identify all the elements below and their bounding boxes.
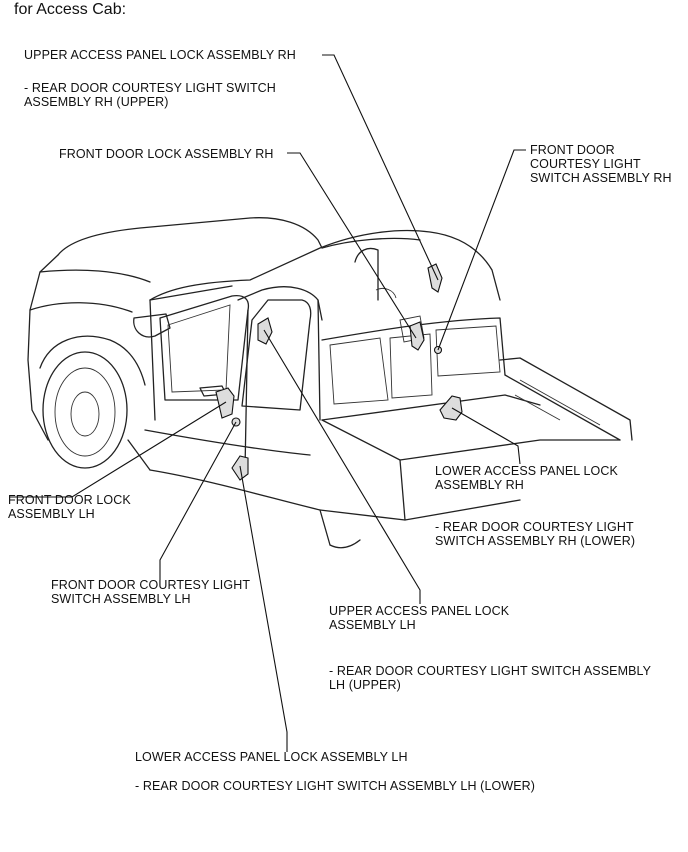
leader-lower-panel-rh: [451, 407, 521, 465]
label-lower-access-panel-lock-rh-sub1: - REAR DOOR COURTESY LIGHT: [435, 520, 634, 534]
leader-front-courtesy-rh: [437, 149, 526, 351]
label-front-door-courtesy-rh-1: FRONT DOOR: [530, 143, 615, 157]
leader-front-lock-rh: [287, 152, 417, 339]
label-front-door-courtesy-lh-2: SWITCH ASSEMBLY LH: [51, 592, 191, 606]
leader-front-lock-lh: [10, 401, 227, 498]
label-lower-access-panel-lock-rh-2: ASSEMBLY RH: [435, 478, 524, 492]
label-upper-access-panel-lock-rh-sub2: ASSEMBLY RH (UPPER): [24, 95, 169, 109]
lower-access-panel-lock-rh-part: [439, 395, 463, 421]
label-lower-access-panel-lock-rh-sub2: SWITCH ASSEMBLY RH (LOWER): [435, 534, 636, 548]
leader-lines: [10, 54, 526, 752]
label-upper-access-panel-lock-lh-1: UPPER ACCESS PANEL LOCK: [329, 604, 510, 618]
upper-access-panel-lock-rh-part: [427, 263, 443, 293]
label-front-door-lock-lh-2: ASSEMBLY LH: [8, 507, 95, 521]
label-front-door-lock-lh-1: FRONT DOOR LOCK: [8, 493, 131, 507]
leader-front-courtesy-lh: [159, 421, 237, 580]
truck-illustration: [27, 217, 633, 549]
label-front-door-courtesy-rh-3: SWITCH ASSEMBLY RH: [530, 171, 672, 185]
page-title: for Access Cab:: [14, 1, 127, 18]
label-upper-access-panel-lock-lh-2: ASSEMBLY LH: [329, 618, 416, 632]
label-front-door-lock-rh: FRONT DOOR LOCK ASSEMBLY RH: [59, 147, 274, 161]
label-lower-access-panel-lock-rh-1: LOWER ACCESS PANEL LOCK: [435, 464, 618, 478]
label-front-door-courtesy-lh-1: FRONT DOOR COURTESY LIGHT: [51, 578, 251, 592]
label-upper-access-panel-lock-lh-sub1: - REAR DOOR COURTESY LIGHT SWITCH ASSEMB…: [329, 664, 652, 678]
leader-upper-panel-rh: [322, 54, 439, 281]
front-door-lock-rh-part: [409, 321, 425, 351]
label-upper-access-panel-lock-rh: UPPER ACCESS PANEL LOCK ASSEMBLY RH: [24, 48, 296, 62]
label-upper-access-panel-lock-rh-sub1: - REAR DOOR COURTESY LIGHT SWITCH: [24, 81, 276, 95]
label-front-door-courtesy-rh-2: COURTESY LIGHT: [530, 157, 641, 171]
leader-lower-panel-lh: [239, 465, 288, 752]
label-lower-access-panel-lock-lh: LOWER ACCESS PANEL LOCK ASSEMBLY LH: [135, 750, 408, 764]
label-upper-access-panel-lock-lh-sub2: LH (UPPER): [329, 678, 401, 692]
label-lower-access-panel-lock-lh-sub: - REAR DOOR COURTESY LIGHT SWITCH ASSEMB…: [135, 779, 536, 793]
leader-upper-panel-lh: [263, 329, 421, 604]
